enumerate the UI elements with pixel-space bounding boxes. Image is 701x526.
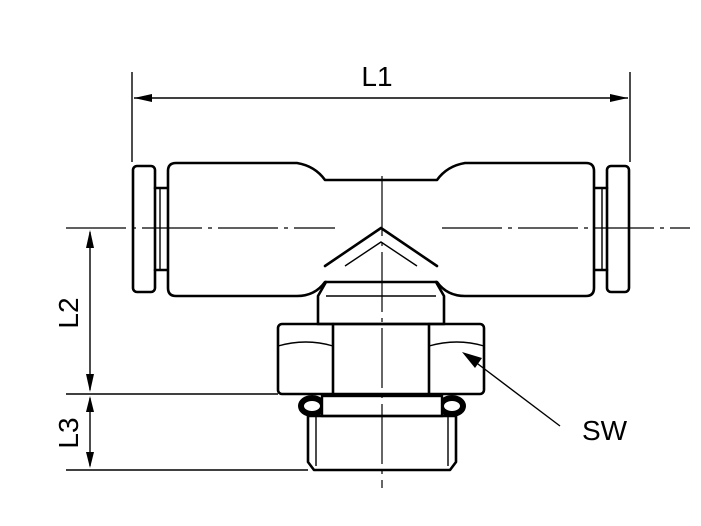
collet-ring-right bbox=[605, 164, 631, 294]
dimension-l3: L3 bbox=[53, 396, 308, 471]
internal-cone bbox=[323, 226, 439, 268]
label-sw: SW bbox=[582, 415, 628, 446]
leader-line-sw bbox=[469, 357, 561, 427]
dimension-l2: L2 bbox=[53, 230, 278, 395]
arrowhead-left bbox=[134, 94, 152, 102]
arrowhead-right bbox=[610, 94, 628, 102]
collet-ring-left bbox=[131, 164, 157, 294]
label-l3: L3 bbox=[53, 417, 84, 448]
stem bbox=[316, 280, 446, 326]
o-ring bbox=[298, 394, 466, 418]
hex-nut-outline bbox=[276, 322, 486, 396]
label-l1: L1 bbox=[361, 61, 392, 92]
dimension-l1: L1 bbox=[131, 61, 631, 162]
leader-arrowhead-sw bbox=[462, 352, 482, 368]
tee-body bbox=[131, 161, 631, 298]
label-l2: L2 bbox=[53, 297, 84, 328]
thread-outline bbox=[306, 414, 458, 472]
hex-nut bbox=[276, 322, 486, 396]
leader-sw: SW bbox=[462, 352, 628, 446]
tee-body-outline bbox=[166, 161, 596, 298]
threaded-stud bbox=[306, 414, 458, 472]
stem-neck bbox=[316, 280, 446, 326]
